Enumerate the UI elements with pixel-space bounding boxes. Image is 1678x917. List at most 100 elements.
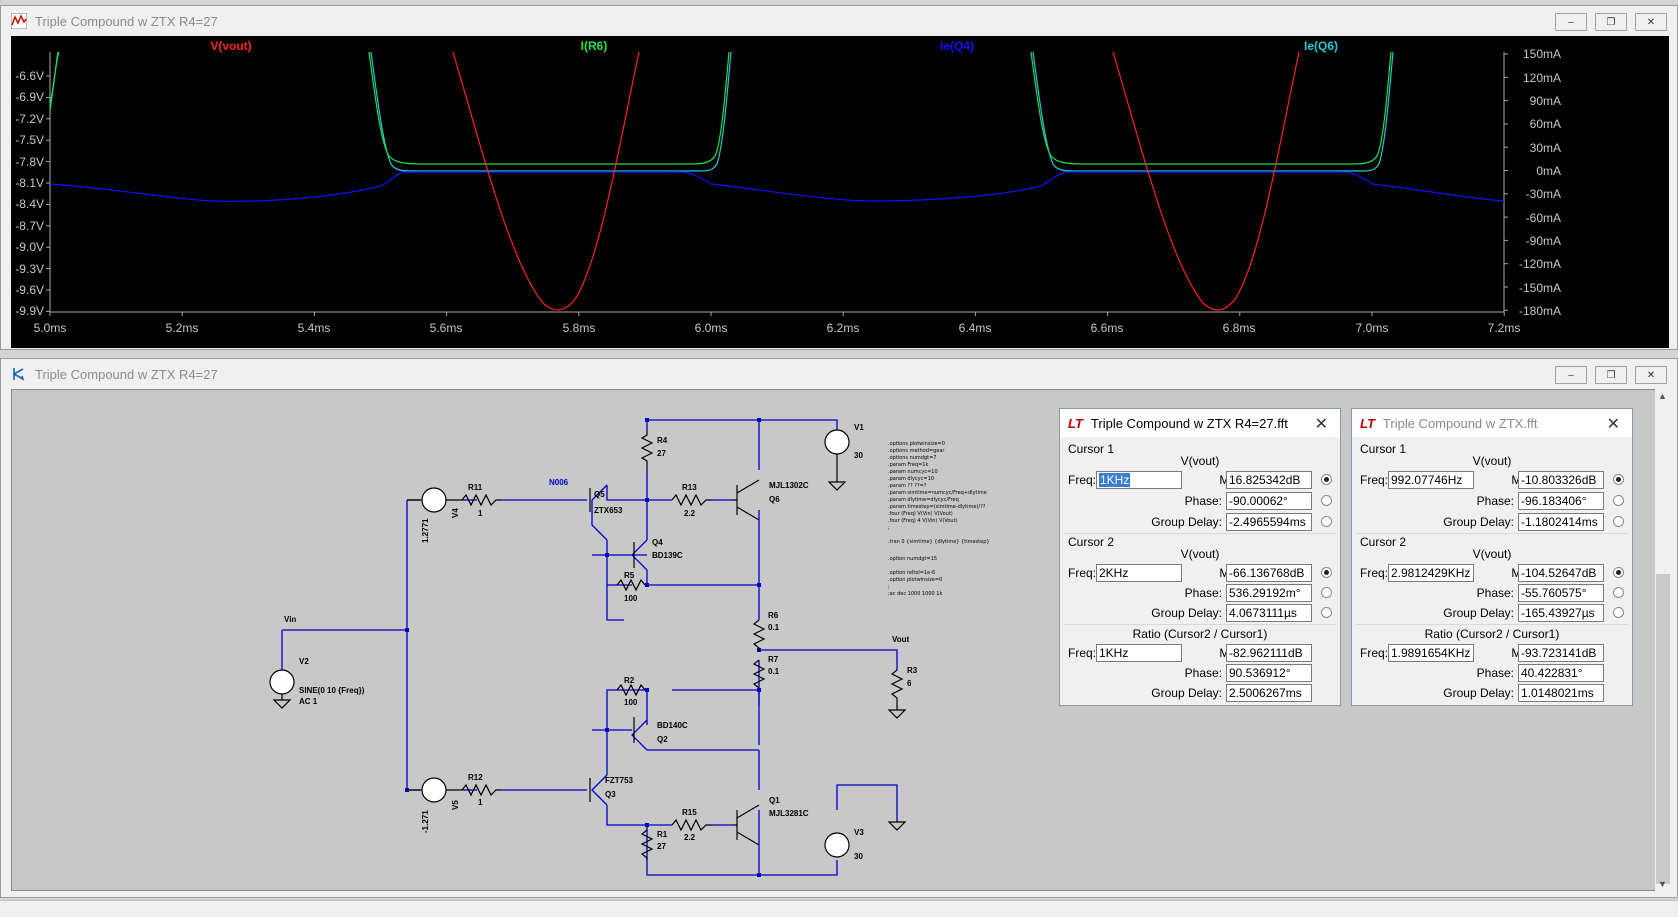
cursor1-mag-radio[interactable] — [1613, 474, 1624, 485]
cursor1-trace: V(vout) — [1472, 454, 1512, 468]
ratio-freq-field[interactable]: 1.9891654KHz — [1388, 644, 1474, 662]
cursor1-freq-input[interactable]: 992.07746Hz — [1388, 471, 1474, 489]
cursor1-delay-radio[interactable] — [1321, 516, 1332, 527]
scroll-thumb[interactable] — [1656, 574, 1670, 884]
directive-line: ;ac dec 1000 1000 1k — [888, 591, 942, 597]
source-v3 — [824, 832, 850, 858]
cursor2-mag-field[interactable]: -104.52647dB — [1518, 564, 1604, 582]
cursor1-delay-field[interactable]: -2.4965594ms — [1226, 513, 1312, 531]
ratio-mag-field[interactable]: -82.962111dB — [1226, 644, 1312, 662]
directive-line: .param timestep=(simtime-dlytime)/?? — [888, 504, 986, 510]
ratio-freq-field[interactable]: 1KHz — [1096, 644, 1182, 662]
label-r5-value: 100 — [624, 594, 638, 603]
cursor2-mag-radio[interactable] — [1321, 567, 1332, 578]
x-tick-label: 6.8ms — [1223, 321, 1256, 335]
schematic-titlebar[interactable]: Triple Compound w ZTX R4=27 — [1, 359, 1677, 389]
restore-button[interactable]: ❐ — [1595, 366, 1627, 384]
minimize-button[interactable]: – — [1555, 13, 1587, 31]
trace-label-ieq6[interactable]: Ie(Q6) — [1304, 39, 1338, 53]
close-button[interactable]: ✕ — [1635, 13, 1667, 31]
fft-dialog-title: Triple Compound w ZTX R4=27.fft — [1090, 415, 1288, 431]
fft-cursor-dialog-2[interactable]: LT Triple Compound w ZTX.fft ✕ Cursor 1 … — [1351, 408, 1633, 706]
fft-dialog-titlebar[interactable]: LT Triple Compound w ZTX R4=27.fft ✕ — [1060, 409, 1340, 437]
scroll-up-icon[interactable]: ▲ — [1658, 391, 1667, 401]
cursor2-freq-input[interactable]: 2.9812429KHz — [1388, 564, 1474, 582]
cursor1-mag-field[interactable]: 16.825342dB — [1226, 471, 1312, 489]
directive-line: .option reltol=1e-6 — [888, 570, 935, 576]
ground-r3 — [887, 705, 907, 719]
cursor2-phase-field[interactable]: 536.29192m° — [1226, 584, 1312, 602]
trace-label-vout[interactable]: V(vout) — [210, 39, 251, 53]
cursor2-mag-field[interactable]: -66.136768dB — [1226, 564, 1312, 582]
label-v3-value: 30 — [854, 852, 863, 861]
fft-dialog-titlebar[interactable]: LT Triple Compound w ZTX.fft ✕ — [1352, 409, 1632, 437]
trace-label-ieq4[interactable]: Ie(Q4) — [940, 39, 974, 53]
trace-ieq6 — [49, 51, 1394, 172]
label-q3: Q3 — [605, 790, 616, 799]
label-r6: R6 — [768, 611, 779, 620]
cursor1-phase-field[interactable]: -96.183406° — [1518, 492, 1604, 510]
label-r2-value: 100 — [624, 698, 638, 707]
cursor1-phase-field[interactable]: -90.00062° — [1226, 492, 1312, 510]
group-delay-label: Group Delay: — [1151, 606, 1222, 620]
fft-cursor-dialog-1[interactable]: LT Triple Compound w ZTX R4=27.fft ✕ Cur… — [1059, 408, 1341, 706]
cursor2-delay-field[interactable]: 4.0673111µs — [1226, 604, 1312, 622]
trace-vout — [452, 51, 1300, 311]
cursor2-phase-radio[interactable] — [1321, 587, 1332, 598]
cursor2-phase-radio[interactable] — [1613, 587, 1624, 598]
scroll-down-icon[interactable]: ▼ — [1658, 879, 1667, 889]
cursor1-mag-field[interactable]: -10.803326dB — [1518, 471, 1604, 489]
ratio-delay-field[interactable]: 1.0148021ms — [1518, 684, 1604, 702]
label-vout: Vout — [892, 635, 910, 644]
ground-v3 — [887, 820, 907, 831]
minimize-button[interactable]: – — [1555, 366, 1587, 384]
close-button[interactable]: ✕ — [1635, 366, 1667, 384]
label-q1-part: MJL3281C — [769, 809, 809, 818]
waveform-plot[interactable]: V(vout) I(R6) Ie(Q4) Ie(Q6) -6.6V -6.9V … — [11, 36, 1669, 348]
ratio-phase-field[interactable]: 90.536912° — [1226, 664, 1312, 682]
cursor2-mag-radio[interactable] — [1613, 567, 1624, 578]
cursor2-phase-field[interactable]: -55.760575° — [1518, 584, 1604, 602]
source-v4 — [421, 487, 447, 513]
section-divider — [1064, 624, 1336, 625]
section-divider — [1356, 533, 1628, 534]
cursor1-delay-radio[interactable] — [1613, 516, 1624, 527]
cursor1-phase-radio[interactable] — [1613, 495, 1624, 506]
ratio-phase-field[interactable]: 40.422831° — [1518, 664, 1604, 682]
ratio-mag-field[interactable]: -93.723141dB — [1518, 644, 1604, 662]
schematic-vertical-scrollbar[interactable]: ▲ ▼ — [1655, 389, 1671, 891]
plot-pane[interactable]: V(vout) I(R6) Ie(Q4) Ie(Q6) -6.6V -6.9V … — [11, 36, 1669, 348]
schematic-drawing[interactable]: R4 27 R13 2.2 R11 1 N006 Q5 ZTX653 MJL13… — [12, 390, 1659, 891]
schematic-title: Triple Compound w ZTX R4=27 — [35, 366, 218, 382]
source-v5 — [421, 777, 447, 803]
spice-directives[interactable]: .options plotwinsize=0 .options method=g… — [888, 441, 990, 597]
cursor2-delay-radio[interactable] — [1613, 607, 1624, 618]
freq-label: Freq: — [1068, 473, 1097, 487]
label-r1-value: 27 — [657, 842, 666, 851]
directive-line: .four (Freq) V(Vin) V(Vout) — [888, 511, 953, 517]
x-axis-labels: 5.0ms 5.2ms 5.4ms 5.6ms 5.8ms 6.0ms 6.2m… — [34, 321, 1521, 335]
tick-marks — [46, 53, 1508, 316]
cursor1-mag-radio[interactable] — [1321, 474, 1332, 485]
label-r12-value: 1 — [478, 798, 483, 807]
close-icon[interactable]: ✕ — [1314, 416, 1328, 433]
close-icon[interactable]: ✕ — [1606, 416, 1620, 433]
phase-label: Phase: — [1184, 494, 1222, 508]
waveform-titlebar[interactable]: Triple Compound w ZTX R4=27 — [1, 6, 1677, 36]
cursor1-delay-field[interactable]: -1.1802414ms — [1518, 513, 1604, 531]
cursor1-freq-input[interactable]: 1KHz — [1096, 471, 1182, 489]
cursor2-delay-radio[interactable] — [1321, 607, 1332, 618]
label-n006: N006 — [549, 478, 569, 487]
trace-label-ir6[interactable]: I(R6) — [581, 39, 608, 53]
directive-line: ; — [888, 525, 890, 531]
section-divider — [1064, 533, 1336, 534]
ratio-label: Ratio (Cursor2 / Cursor1) — [1424, 627, 1560, 641]
resistor-r15 — [671, 818, 712, 832]
cursor2-freq-input[interactable]: 2KHz — [1096, 564, 1182, 582]
ratio-delay-field[interactable]: 2.5006267ms — [1226, 684, 1312, 702]
cursor2-delay-field[interactable]: -165.43927µs — [1518, 604, 1604, 622]
restore-button[interactable]: ❐ — [1595, 13, 1627, 31]
cursor1-phase-radio[interactable] — [1321, 495, 1332, 506]
group-delay-label: Group Delay: — [1151, 515, 1222, 529]
x-tick-label: 6.4ms — [959, 321, 992, 335]
